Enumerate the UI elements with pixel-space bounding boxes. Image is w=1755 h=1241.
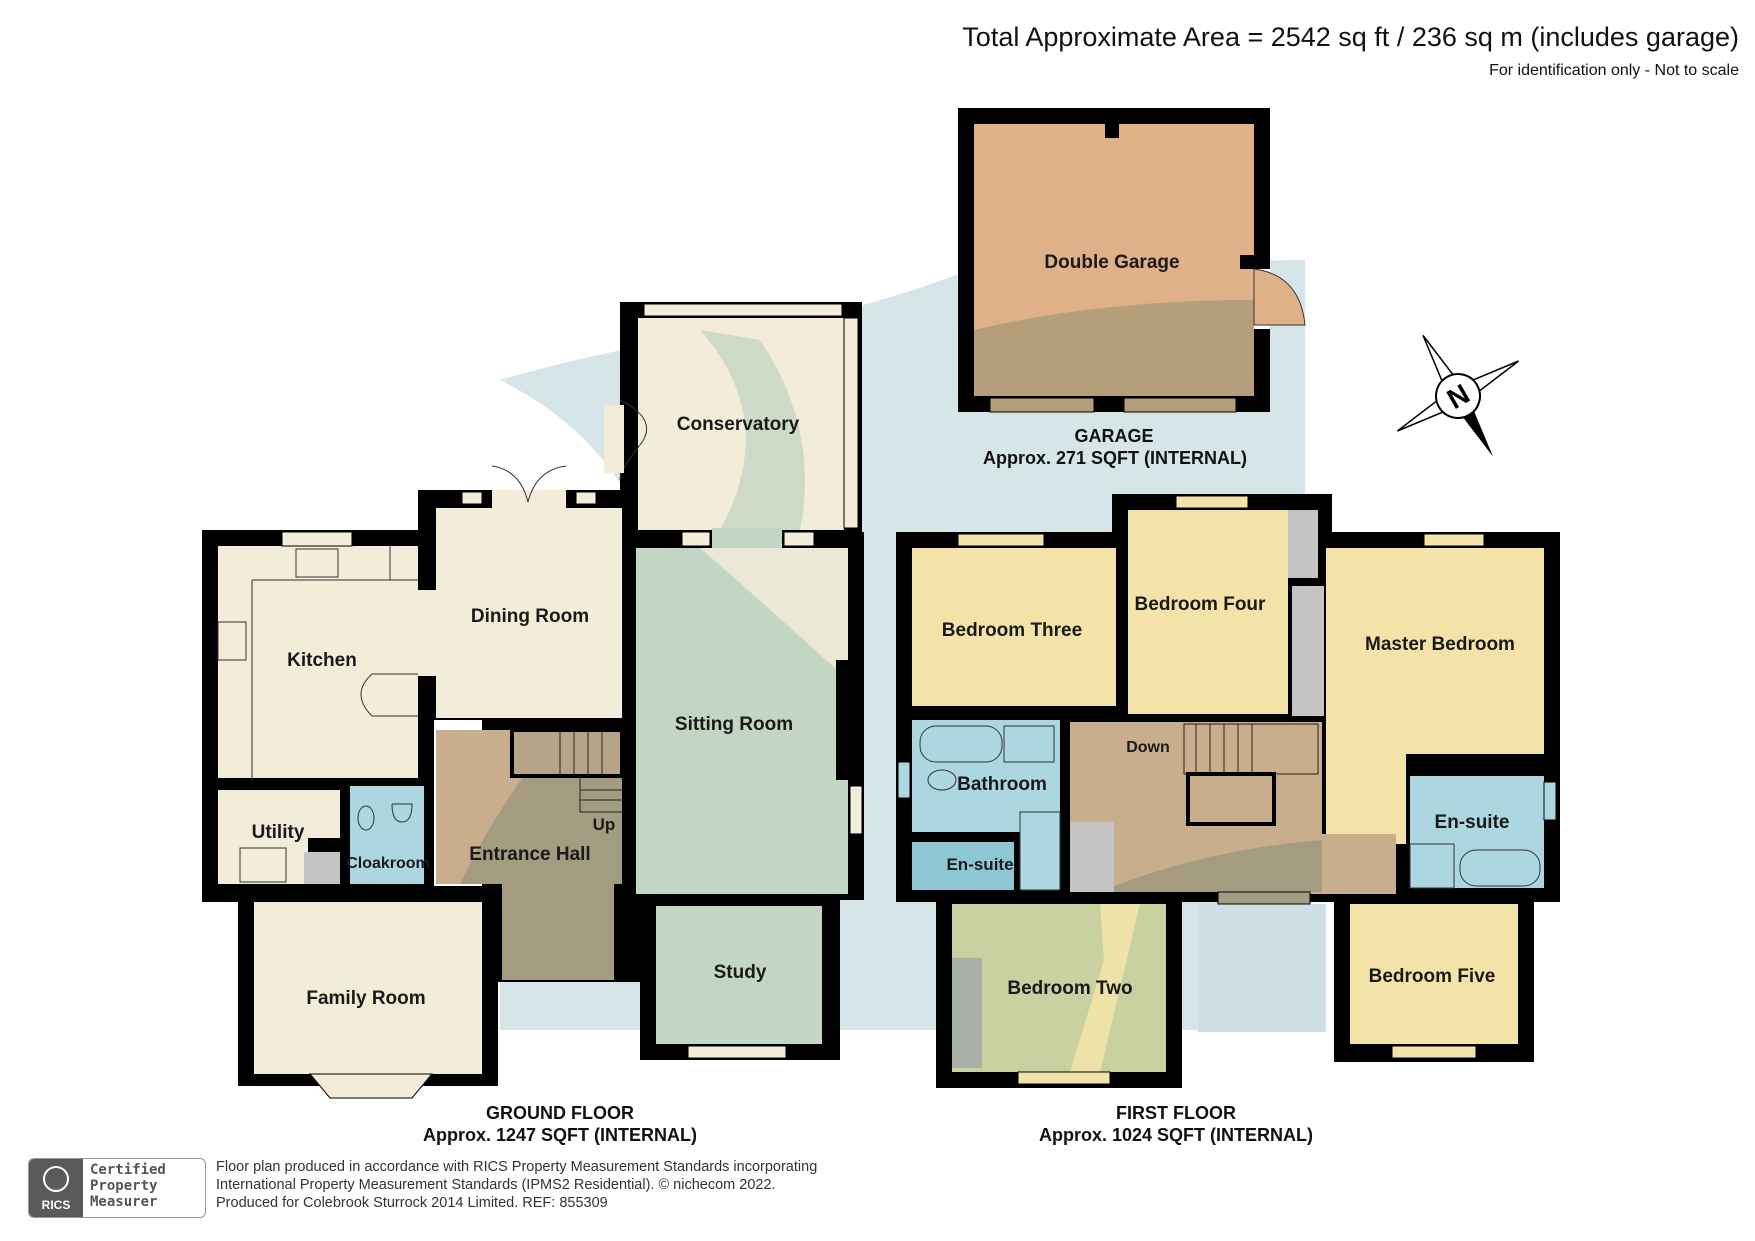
room-label-entrance-hall: Entrance Hall (469, 844, 590, 865)
stairs-down-label: Down (1126, 739, 1170, 756)
room-label-utility: Utility (252, 822, 305, 843)
hob-icon (217, 621, 247, 661)
ground-floor-area: Approx. 1247 SQFT (INTERNAL) (422, 1125, 698, 1145)
room-label-bedroom-five: Bedroom Five (1369, 966, 1496, 987)
garage-area-label: Approx. 271 SQFT (INTERNAL) (982, 448, 1247, 468)
total-area-heading: Total Approximate Area = 2542 sq ft / 23… (962, 22, 1739, 52)
footer-line-2: International Property Measurement Stand… (216, 1177, 776, 1193)
first-floor-plan: Bedroom Three Bedroom Four Master Bedroo… (896, 494, 1560, 1088)
room-label-study: Study (714, 962, 767, 983)
room-label-family-room: Family Room (306, 988, 425, 1009)
rics-logo-text: RICS (41, 1198, 71, 1212)
ground-floor-title: GROUND FLOOR (486, 1103, 634, 1123)
room-label-master-bedroom: Master Bedroom (1365, 634, 1515, 655)
staircase-down (1183, 723, 1319, 826)
badge-line-2: Property (90, 1178, 158, 1194)
toilet-icon (357, 805, 375, 831)
disclaimer-text: For identification only - Not to scale (1489, 62, 1739, 79)
staircase-up (510, 728, 624, 813)
room-label-ensuite-1: En-suite (946, 855, 1013, 874)
utility-sink-icon (239, 847, 287, 883)
bathtub-icon (1459, 849, 1541, 887)
room-label-bathroom: Bathroom (957, 774, 1047, 795)
room-label-ensuite-2: En-suite (1435, 812, 1510, 833)
rics-certified-badge: RICS Certified Property Measurer (28, 1158, 206, 1218)
stairs-up-label: Up (593, 815, 616, 834)
bathtub-icon (919, 725, 1003, 763)
shower-icon (1003, 725, 1055, 763)
ground-floor-plan: Conservatory Dining Room Kitchen Utility… (202, 302, 864, 1099)
toilet-icon (927, 769, 957, 791)
room-label-conservatory: Conservatory (677, 414, 800, 435)
badge-line-3: Measurer (90, 1194, 158, 1210)
shower-icon (1409, 843, 1455, 889)
footer-line-1: Floor plan produced in accordance with R… (216, 1159, 818, 1175)
shower-icon (1019, 811, 1061, 891)
garage-floor-title: GARAGE (1014, 425, 1214, 447)
rics-seal-icon (43, 1166, 69, 1192)
first-floor-title: FIRST FLOOR (1116, 1103, 1236, 1123)
footer-line-3: Produced for Colebrook Sturrock 2014 Lim… (216, 1195, 608, 1211)
garage-block: Double Garage (958, 108, 1306, 413)
basin-icon (391, 803, 413, 823)
north-compass-icon (1396, 334, 1520, 457)
sink-icon (295, 548, 339, 578)
rics-logo: RICS (29, 1159, 83, 1217)
room-label-bedroom-three: Bedroom Three (942, 620, 1082, 641)
room-label-double-garage: Double Garage (1044, 252, 1179, 273)
room-label-bedroom-two: Bedroom Two (1007, 978, 1132, 999)
footer-notes: Floor plan produced in accordance with R… (216, 1158, 817, 1212)
first-floor-area: Approx. 1024 SQFT (INTERNAL) (1038, 1125, 1314, 1145)
room-label-kitchen: Kitchen (287, 650, 357, 671)
garage-title: GARAGE (1074, 426, 1154, 446)
room-label-dining-room: Dining Room (471, 606, 589, 627)
room-label-bedroom-four: Bedroom Four (1135, 594, 1266, 615)
badge-line-1: Certified (90, 1162, 166, 1178)
room-label-cloakroom: Cloakroom (346, 855, 430, 872)
room-label-sitting-room: Sitting Room (675, 714, 793, 735)
